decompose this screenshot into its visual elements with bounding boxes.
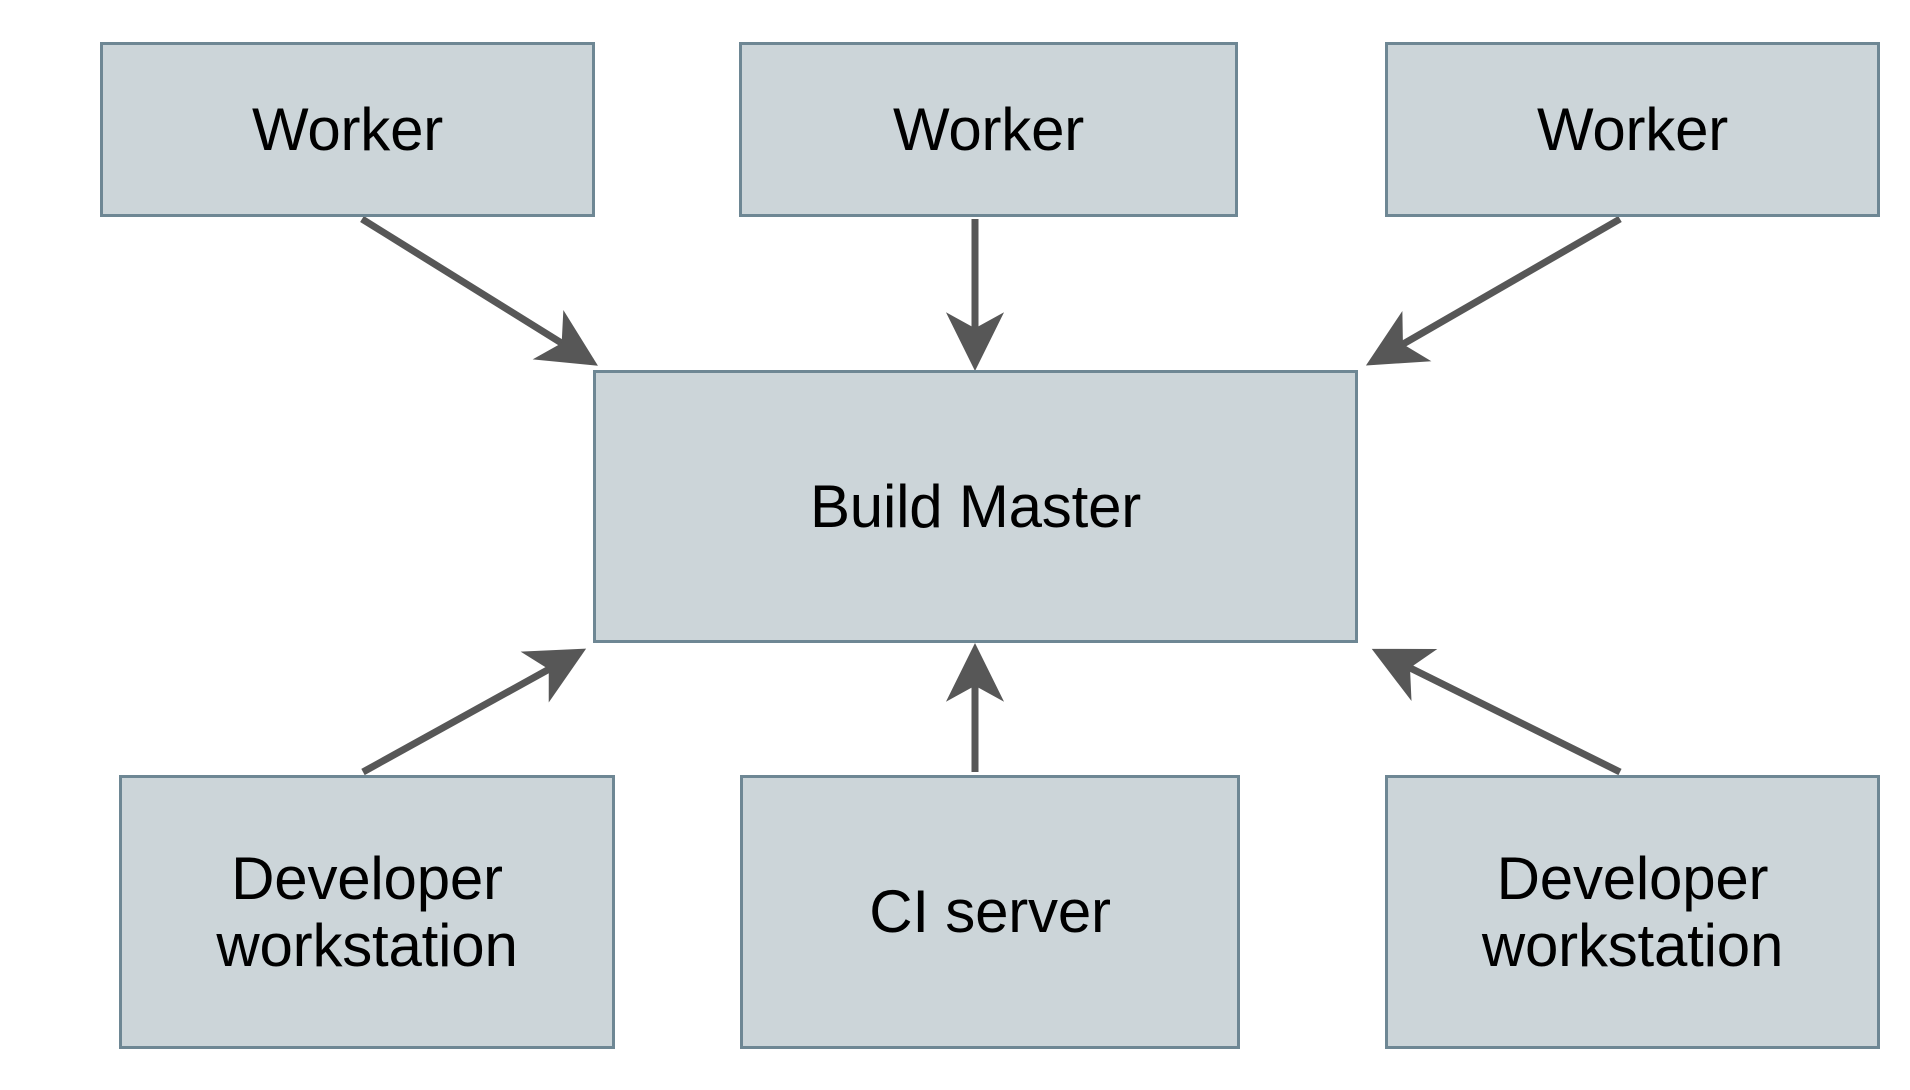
node-build-master[interactable]: Build Master (593, 370, 1358, 643)
node-worker-3-label: Worker (1536, 95, 1729, 163)
node-worker-2-label: Worker (892, 95, 1085, 163)
node-ci-server-label: CI server (869, 878, 1111, 946)
node-developer-workstation-2-label: Developer workstation (1481, 844, 1784, 979)
node-build-master-label: Build Master (809, 472, 1142, 540)
node-developer-workstation-2[interactable]: Developer workstation (1385, 775, 1880, 1049)
edge-worker-1-to-build-master (360, 216, 598, 366)
node-ci-server[interactable]: CI server (740, 775, 1240, 1049)
node-worker-2[interactable]: Worker (739, 42, 1238, 217)
node-worker-1-label: Worker (251, 95, 444, 163)
node-developer-workstation-1[interactable]: Developer workstation (119, 775, 615, 1049)
node-developer-workstation-1-label: Developer workstation (216, 844, 518, 979)
node-worker-3[interactable]: Worker (1385, 42, 1880, 217)
edge-worker-3-to-build-master (1365, 215, 1622, 366)
edge-developer-workstation-1-to-build-master (361, 648, 587, 776)
node-worker-1[interactable]: Worker (100, 42, 595, 217)
edge-developer-workstation-2-to-build-master (1371, 648, 1622, 776)
